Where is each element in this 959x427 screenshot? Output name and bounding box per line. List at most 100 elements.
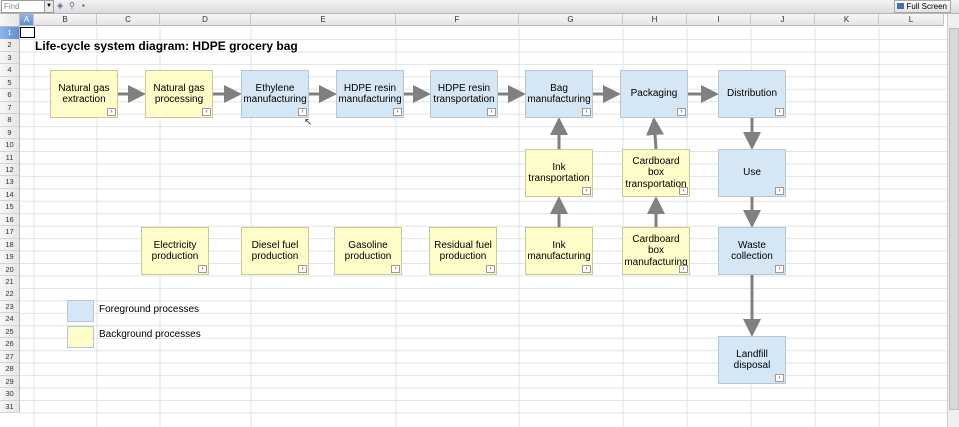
row-header-4[interactable]: 4 [0, 64, 20, 77]
row-header-6[interactable]: 6 [0, 89, 20, 102]
row-header-23[interactable]: 23 [0, 300, 20, 314]
column-header-f[interactable]: F [396, 14, 519, 26]
expand-corner-icon[interactable]: › [198, 265, 207, 273]
row-header-18[interactable]: 18 [0, 238, 20, 252]
column-header-i[interactable]: I [687, 14, 751, 26]
fullscreen-icon [896, 3, 904, 9]
column-header-h[interactable]: H [623, 14, 687, 26]
row-header-16[interactable]: 16 [0, 213, 20, 227]
find-toolbar: Find ▼ ◈ ⚲ ▪ Full Screen [0, 0, 959, 14]
expand-corner-icon[interactable]: › [298, 108, 307, 116]
column-header-e[interactable]: E [251, 14, 396, 26]
column-header-d[interactable]: D [160, 14, 251, 26]
process-box-cardboard-box-transportation[interactable]: Cardboard box transportation› [622, 149, 690, 197]
expand-corner-icon[interactable]: › [775, 265, 784, 273]
row-header-11[interactable]: 11 [0, 151, 20, 164]
find-dropdown-icon[interactable]: ▼ [44, 0, 54, 13]
row-header-3[interactable]: 3 [0, 51, 20, 65]
expand-corner-icon[interactable]: › [775, 187, 784, 195]
row-header-13[interactable]: 13 [0, 176, 20, 189]
process-box-distribution[interactable]: Distribution› [718, 70, 786, 118]
column-header-g[interactable]: G [519, 14, 623, 26]
row-header-7[interactable]: 7 [0, 101, 20, 115]
row-header-28[interactable]: 28 [0, 363, 20, 376]
select-all-corner[interactable] [0, 14, 20, 27]
vertical-scrollbar[interactable] [947, 14, 959, 427]
process-box-hdpe-resin-manufacturing[interactable]: HDPE resin manufacturing › [336, 70, 404, 118]
expand-corner-icon[interactable]: › [582, 187, 591, 195]
row-header-1[interactable]: 1 [0, 27, 20, 40]
process-box-waste-collection[interactable]: Waste collection› [718, 227, 786, 275]
legend-background-swatch [67, 326, 94, 348]
process-label: Residual fuel production [434, 239, 492, 263]
expand-corner-icon[interactable]: › [487, 108, 496, 116]
expand-corner-icon[interactable]: › [775, 108, 784, 116]
process-box-electricity-production[interactable]: Electricity production› [141, 227, 209, 275]
row-header-9[interactable]: 9 [0, 126, 20, 140]
process-box-diesel-fuel-production[interactable]: Diesel fuel production› [241, 227, 309, 275]
expand-corner-icon[interactable]: › [391, 265, 400, 273]
expand-corner-icon[interactable]: › [775, 374, 784, 382]
process-box-natural-gas-extraction[interactable]: Natural gas extraction› [50, 70, 118, 118]
row-header-20[interactable]: 20 [0, 263, 20, 277]
row-header-17[interactable]: 17 [0, 226, 20, 239]
process-box-ink-transportation[interactable]: Ink transportation › [525, 149, 593, 197]
process-box-ink-manufacturing[interactable]: Ink manufacturing› [525, 227, 593, 275]
legend-background-label: Background processes [99, 329, 201, 340]
selected-cell-a1[interactable] [20, 27, 35, 38]
column-header-a[interactable]: A [20, 14, 34, 26]
process-label: HDPE resin manufacturing [338, 82, 402, 106]
column-header-b[interactable]: B [34, 14, 97, 26]
column-header-j[interactable]: J [751, 14, 815, 26]
expand-corner-icon[interactable]: › [677, 108, 686, 116]
row-header-27[interactable]: 27 [0, 350, 20, 364]
row-header-2[interactable]: 2 [0, 39, 20, 52]
column-header-c[interactable]: C [97, 14, 160, 26]
row-header-14[interactable]: 14 [0, 188, 20, 202]
expand-corner-icon[interactable]: › [486, 265, 495, 273]
process-label: Ink transportation [528, 161, 590, 185]
process-box-landfill-disposal[interactable]: Landfill disposal› [718, 336, 786, 384]
expand-corner-icon[interactable]: › [679, 187, 688, 195]
expand-corner-icon[interactable]: › [582, 108, 591, 116]
row-header-25[interactable]: 25 [0, 325, 20, 339]
column-header-l[interactable]: L [879, 14, 944, 26]
process-box-natural-gas-processing[interactable]: Natural gas processing› [145, 70, 213, 118]
row-header-31[interactable]: 31 [0, 400, 20, 413]
expand-corner-icon[interactable]: › [582, 265, 591, 273]
expand-corner-icon[interactable]: › [298, 265, 307, 273]
row-header-29[interactable]: 29 [0, 375, 20, 389]
scrollbar-thumb[interactable] [949, 28, 959, 410]
fullscreen-button[interactable]: Full Screen [893, 0, 951, 13]
process-box-use[interactable]: Use› [718, 149, 786, 197]
process-label: Bag manufacturing [527, 82, 591, 106]
process-box-cardboard-box-manufacturing[interactable]: Cardboard box manufacturing› [622, 227, 690, 275]
column-header-k[interactable]: K [815, 14, 879, 26]
row-header-26[interactable]: 26 [0, 338, 20, 351]
row-header-21[interactable]: 21 [0, 276, 20, 289]
row-header-22[interactable]: 22 [0, 288, 20, 301]
row-header-15[interactable]: 15 [0, 201, 20, 214]
process-box-ethylene-manufacturing[interactable]: Ethylene manufacturing› [241, 70, 309, 118]
process-box-gasoline-production[interactable]: Gasoline production› [334, 227, 402, 275]
find-next-icon[interactable]: ◈ [57, 1, 64, 10]
mouse-cursor-icon: ↖ [304, 117, 313, 128]
row-header-30[interactable]: 30 [0, 388, 20, 401]
process-box-packaging[interactable]: Packaging› [620, 70, 688, 118]
process-box-bag-manufacturing[interactable]: Bag manufacturing › [525, 70, 593, 118]
expand-corner-icon[interactable]: › [679, 265, 688, 273]
expand-corner-icon[interactable]: › [393, 108, 402, 116]
expand-corner-icon[interactable]: › [202, 108, 211, 116]
row-header-10[interactable]: 10 [0, 139, 20, 152]
process-box-residual-fuel-production[interactable]: Residual fuel production › [429, 227, 497, 275]
process-box-hdpe-resin-transportation[interactable]: HDPE resin transportation› [430, 70, 498, 118]
row-header-24[interactable]: 24 [0, 313, 20, 326]
find-options-icon[interactable]: ⚲ [69, 1, 75, 10]
row-header-19[interactable]: 19 [0, 251, 20, 264]
row-header-5[interactable]: 5 [0, 76, 20, 90]
expand-corner-icon[interactable]: › [107, 108, 116, 116]
row-header-8[interactable]: 8 [0, 114, 20, 127]
row-header-12[interactable]: 12 [0, 163, 20, 177]
overflow-icon[interactable]: ▪ [82, 1, 85, 10]
